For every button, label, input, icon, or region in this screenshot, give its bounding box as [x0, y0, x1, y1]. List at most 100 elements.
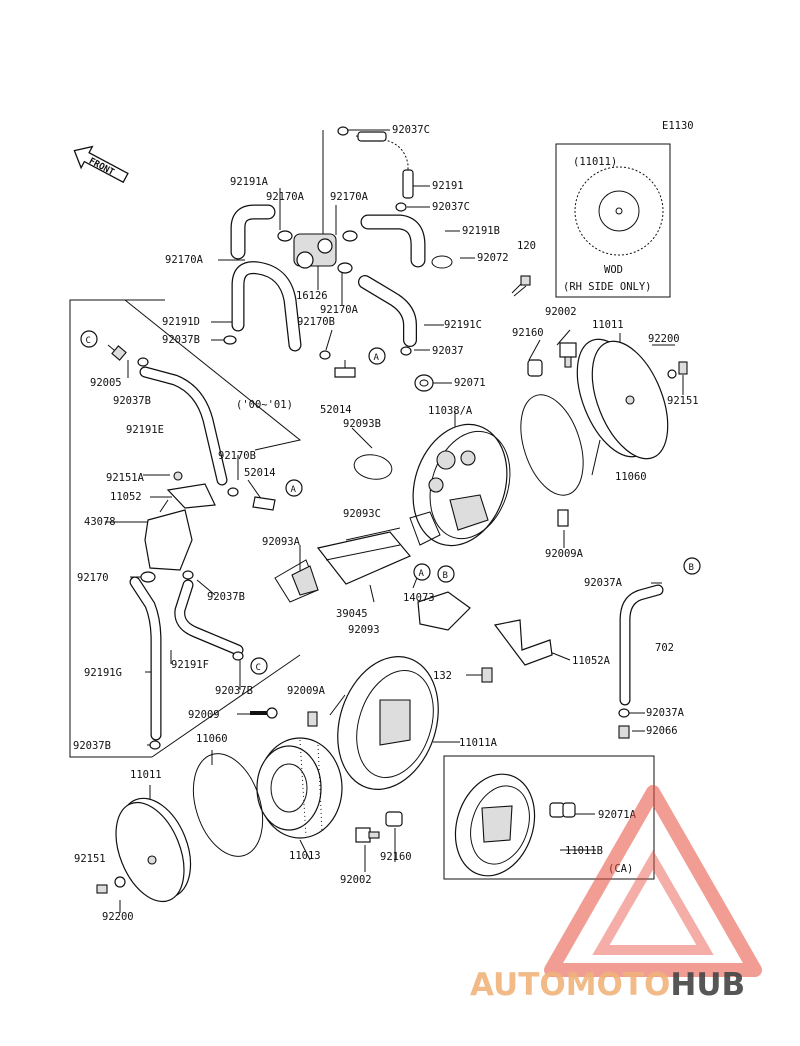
svg-text:C: C: [86, 336, 91, 346]
ring-92093C: [409, 511, 441, 546]
callout-a-3: A: [413, 563, 431, 581]
label-92191G: 92191G: [84, 667, 122, 679]
label-92160_bot: 92160: [380, 851, 412, 863]
bolt-92009A-top: [557, 509, 569, 527]
svg-text:A: A: [374, 353, 380, 363]
label-92191F: 92191F: [171, 659, 209, 671]
callout-a-1: A: [368, 347, 386, 365]
svg-text:AUTOMOTOHUB: AUTOMOTOHUB: [470, 967, 745, 1003]
hose-702: [618, 584, 664, 739]
valve-16126: [293, 233, 337, 269]
leader-lines: [105, 129, 684, 913]
element-11013: [256, 737, 343, 839]
seal-11060-bot: [192, 753, 264, 857]
label-702: 702: [655, 642, 674, 654]
label-92200_top: 92200: [648, 333, 680, 345]
label-92093A: 92093A: [262, 536, 301, 548]
label-92071: 92071: [454, 377, 486, 389]
hose-92191B: [360, 214, 426, 268]
bolt-92009A: [307, 711, 318, 727]
cover-11011-top: [576, 338, 669, 460]
label-14073: 14073: [403, 592, 435, 604]
label-132: 132: [433, 670, 452, 682]
label-92072: 92072: [477, 252, 509, 264]
fitting-92160-top: [527, 359, 543, 377]
joint-52014-left: [252, 496, 276, 511]
svg-text:A: A: [419, 569, 425, 579]
svg-text:B: B: [443, 571, 448, 581]
label-92191B: 92191B: [462, 225, 500, 237]
ring-92093B: [353, 454, 393, 480]
label-92037B_1: 92037B: [162, 334, 200, 346]
fitting-92160-bot: [385, 811, 403, 827]
label-92151_bot: 92151: [74, 853, 106, 865]
bolt-92200-top: [667, 361, 688, 379]
label-92037B_3: 92037B: [207, 591, 245, 603]
label-11011B: 11011B: [565, 845, 603, 857]
callout-a-2: A: [285, 479, 303, 497]
label-92093B: 92093B: [343, 418, 381, 430]
watermark-text-hub: HUB: [670, 967, 745, 1003]
svg-text:B: B: [689, 563, 694, 573]
seal-11060-top: [520, 394, 584, 496]
label-92037A_1: 92037A: [584, 577, 623, 589]
label-92200_bot: 92200: [102, 911, 134, 923]
backplate-11011A: [337, 656, 439, 790]
watermark-text-automoto: AUTOMOTO: [470, 967, 670, 1003]
inset-wod-caption2: (RH SIDE ONLY): [563, 281, 652, 293]
grommet-92071: [414, 374, 434, 392]
label-92037A_2: 92037A: [646, 707, 685, 719]
left-group-bracket: [69, 299, 165, 758]
label-92151A: 92151A: [106, 472, 145, 484]
label-yr: ('00~'01): [236, 399, 293, 411]
callout-c-2: C: [250, 657, 268, 675]
bolt-92002-top: [559, 342, 577, 368]
label-11038A: 11038/A: [428, 405, 473, 417]
label-92093: 92093: [348, 624, 380, 636]
label-92191C: 92191C: [444, 319, 482, 331]
label-92002_bot: 92002: [340, 874, 372, 886]
label-92071A: 92071A: [598, 809, 637, 821]
label-11011A: 11011A: [459, 737, 498, 749]
label-43078: 43078: [84, 516, 116, 528]
label-11013: 11013: [289, 850, 321, 862]
hose-92191D: [231, 261, 302, 352]
label-92037B_4: 92037B: [215, 685, 253, 697]
fitting-92005: [107, 344, 127, 361]
label-52014_2: 52014: [244, 467, 276, 479]
front-arrow-icon: FRONT: [73, 145, 129, 184]
label-92191A: 92191A: [230, 176, 269, 188]
callout-b-2: B: [683, 557, 701, 575]
inset-wod-caption1: WOD: [604, 264, 623, 276]
inset-wod-part: (11011): [573, 156, 617, 168]
label-92170A_2: 92170A: [330, 191, 369, 203]
hose-92191E: [139, 366, 228, 486]
label-92093C: 92093C: [343, 508, 381, 520]
label-92009A_2: 92009A: [287, 685, 326, 697]
label-92066: 92066: [646, 725, 678, 737]
label-11060_bot: 11060: [196, 733, 228, 745]
watermark-triangle-icon: [544, 785, 762, 977]
callout-b-1: B: [437, 565, 455, 583]
bolt-92002-bot: [355, 827, 380, 843]
label-92037B_5: 92037B: [73, 740, 111, 752]
hose-92191: [355, 131, 414, 199]
svg-text:A: A: [291, 485, 297, 495]
canister-43078: [144, 499, 193, 571]
bolt-92151-bot: [96, 876, 126, 894]
bolt-92009: [250, 707, 278, 719]
label-92037B_2: 92037B: [113, 395, 151, 407]
bolt-120: [511, 275, 531, 297]
inset-ca: (CA): [443, 755, 655, 880]
gasket-92093A: [274, 559, 319, 603]
part-labels: 92037C 92191 92037C 92191A 92170A 92170A…: [73, 124, 699, 923]
label-92151_top: 92151: [667, 395, 699, 407]
label-92170A_3: 92170A: [165, 254, 204, 266]
boot-39045: [417, 591, 471, 631]
label-92009: 92009: [188, 709, 220, 721]
joint-52014-top: [334, 360, 356, 378]
callout-c-1: C: [80, 330, 98, 348]
label-16126: 16126: [296, 290, 328, 302]
label-92009A_top: 92009A: [545, 548, 584, 560]
